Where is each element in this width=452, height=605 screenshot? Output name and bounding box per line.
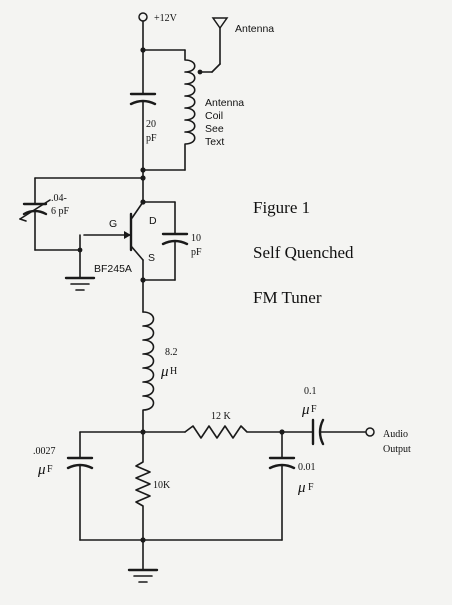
coil-label-2: Coil: [205, 110, 223, 122]
coupling-capacitor: [311, 418, 325, 446]
antenna-label: Antenna: [235, 23, 274, 35]
output-filter-capacitor: [268, 456, 296, 470]
trim-cap-unit: 6 pF: [51, 206, 70, 217]
jfet-source-label: S: [148, 252, 155, 264]
micro-symbol-icon: μ: [160, 364, 169, 380]
output-label-1: Audio: [383, 429, 408, 440]
trimmer-capacitor: [19, 199, 51, 222]
jfet-transistor: [83, 201, 144, 261]
tank-capacitor: [129, 92, 157, 106]
figure-title-line-2: FM Tuner: [253, 288, 322, 307]
antenna-tap: [197, 69, 203, 75]
jfet-gate-label: G: [109, 218, 117, 230]
bias-resistor: [135, 431, 151, 541]
jfet-part-label: BF245A: [94, 263, 132, 275]
left-cap-value: .0027: [33, 446, 56, 457]
inductor-value: 8.2: [165, 347, 178, 358]
coil-label-1: Antenna: [205, 97, 244, 109]
ground-icon: [64, 276, 96, 291]
micro-symbol-icon: μ: [37, 462, 46, 478]
output-terminal: [365, 427, 375, 437]
feedback-cap-value: 10: [191, 233, 201, 244]
junction-gate-ground: [77, 247, 83, 253]
supply-terminal: [138, 12, 148, 22]
figure-title-line-1: Self Quenched: [253, 243, 354, 262]
bias-resistor-value: 10K: [153, 480, 171, 491]
ground-icon: [127, 568, 159, 583]
feedback-capacitor: [161, 232, 189, 246]
inductor-unit: H: [170, 366, 177, 377]
coil-label-3: See: [205, 123, 224, 135]
micro-symbol-icon: μ: [301, 402, 310, 418]
tank-cap-value: 20: [146, 119, 156, 130]
antenna-symbol-icon: [201, 17, 229, 73]
series-resistor: [184, 425, 283, 439]
figure-number: Figure 1: [253, 198, 311, 217]
output-label-2: Output: [383, 444, 411, 455]
junction-source: [140, 277, 146, 283]
coil-label-4: Text: [205, 136, 224, 148]
trim-cap-value: .04-: [51, 193, 67, 204]
coupling-cap-unit: F: [311, 404, 317, 415]
tank-cap-unit: pF: [146, 133, 157, 144]
left-cap-unit: F: [47, 464, 53, 475]
coupling-cap-value: 0.1: [304, 386, 317, 397]
series-resistor-value: 12 K: [211, 411, 232, 422]
filter-cap-value: 0.01: [298, 462, 316, 473]
rf-choke-inductor: [142, 311, 155, 433]
antenna-coil: [184, 49, 196, 171]
jfet-drain-label: D: [149, 215, 157, 227]
micro-symbol-icon: μ: [297, 480, 306, 496]
filter-cap-unit: F: [308, 482, 314, 493]
left-filter-capacitor: [66, 456, 94, 470]
supply-label: +12V: [154, 13, 178, 24]
feedback-cap-unit: pF: [191, 247, 202, 258]
